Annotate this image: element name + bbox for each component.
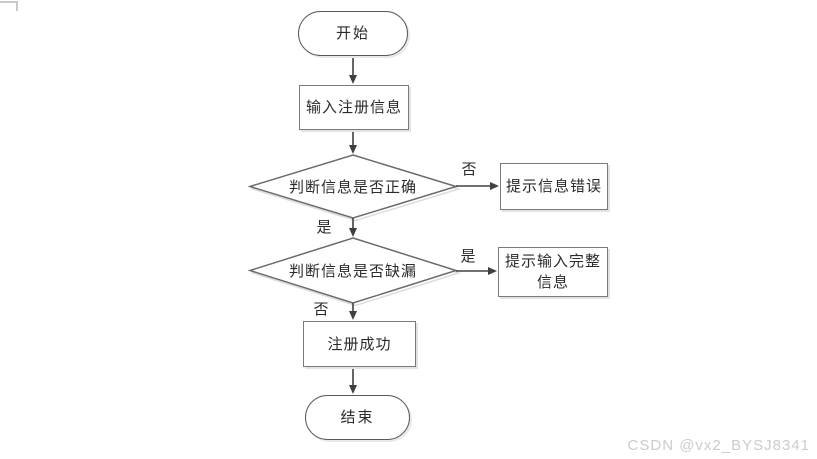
arrow-input-to-decision-correct (349, 131, 357, 154)
end-node: 结束 (305, 395, 410, 440)
start-node-label: 开始 (335, 25, 370, 42)
start-node: 开始 (298, 11, 408, 56)
arrow-decision-correct-to-decision-missing (349, 218, 357, 237)
input-info-node: 输入注册信息 (299, 85, 409, 130)
complete-hint-node: 提示输入完整 信息 (498, 247, 608, 297)
register-success-node: 注册成功 (303, 321, 416, 367)
edge-label-correct-yes: 是 (316, 219, 332, 236)
edge-label-missing-no: 否 (313, 301, 329, 318)
input-info-node-label: 输入注册信息 (305, 99, 402, 116)
error-hint-node-label: 提示信息错误 (505, 178, 602, 195)
decision-missing-node: 判断信息是否缺漏 (253, 240, 453, 301)
edge-label-missing-yes: 是 (460, 248, 476, 265)
arrow-start-to-input (349, 57, 357, 84)
arrow-success-to-end (349, 368, 357, 394)
decision-correct-label: 判断信息是否正确 (288, 179, 417, 196)
decision-missing-label: 判断信息是否缺漏 (288, 263, 417, 280)
arrow-decision-missing-to-success (349, 303, 357, 320)
csdn-watermark: CSDN @vx2_BYSJ8341 (627, 437, 810, 454)
edge-label-correct-no: 否 (461, 161, 477, 178)
complete-hint-node-label: 提示输入完整 信息 (504, 253, 601, 291)
arrow-decision-correct-to-error-hint (456, 182, 499, 190)
end-node-label: 结束 (340, 409, 375, 426)
register-success-node-label: 注册成功 (327, 335, 392, 353)
error-hint-node: 提示信息错误 (500, 163, 608, 210)
arrow-decision-missing-to-complete-hint (456, 267, 497, 275)
decision-correct-node: 判断信息是否正确 (253, 156, 453, 217)
page-corner-mark (0, 1, 18, 11)
